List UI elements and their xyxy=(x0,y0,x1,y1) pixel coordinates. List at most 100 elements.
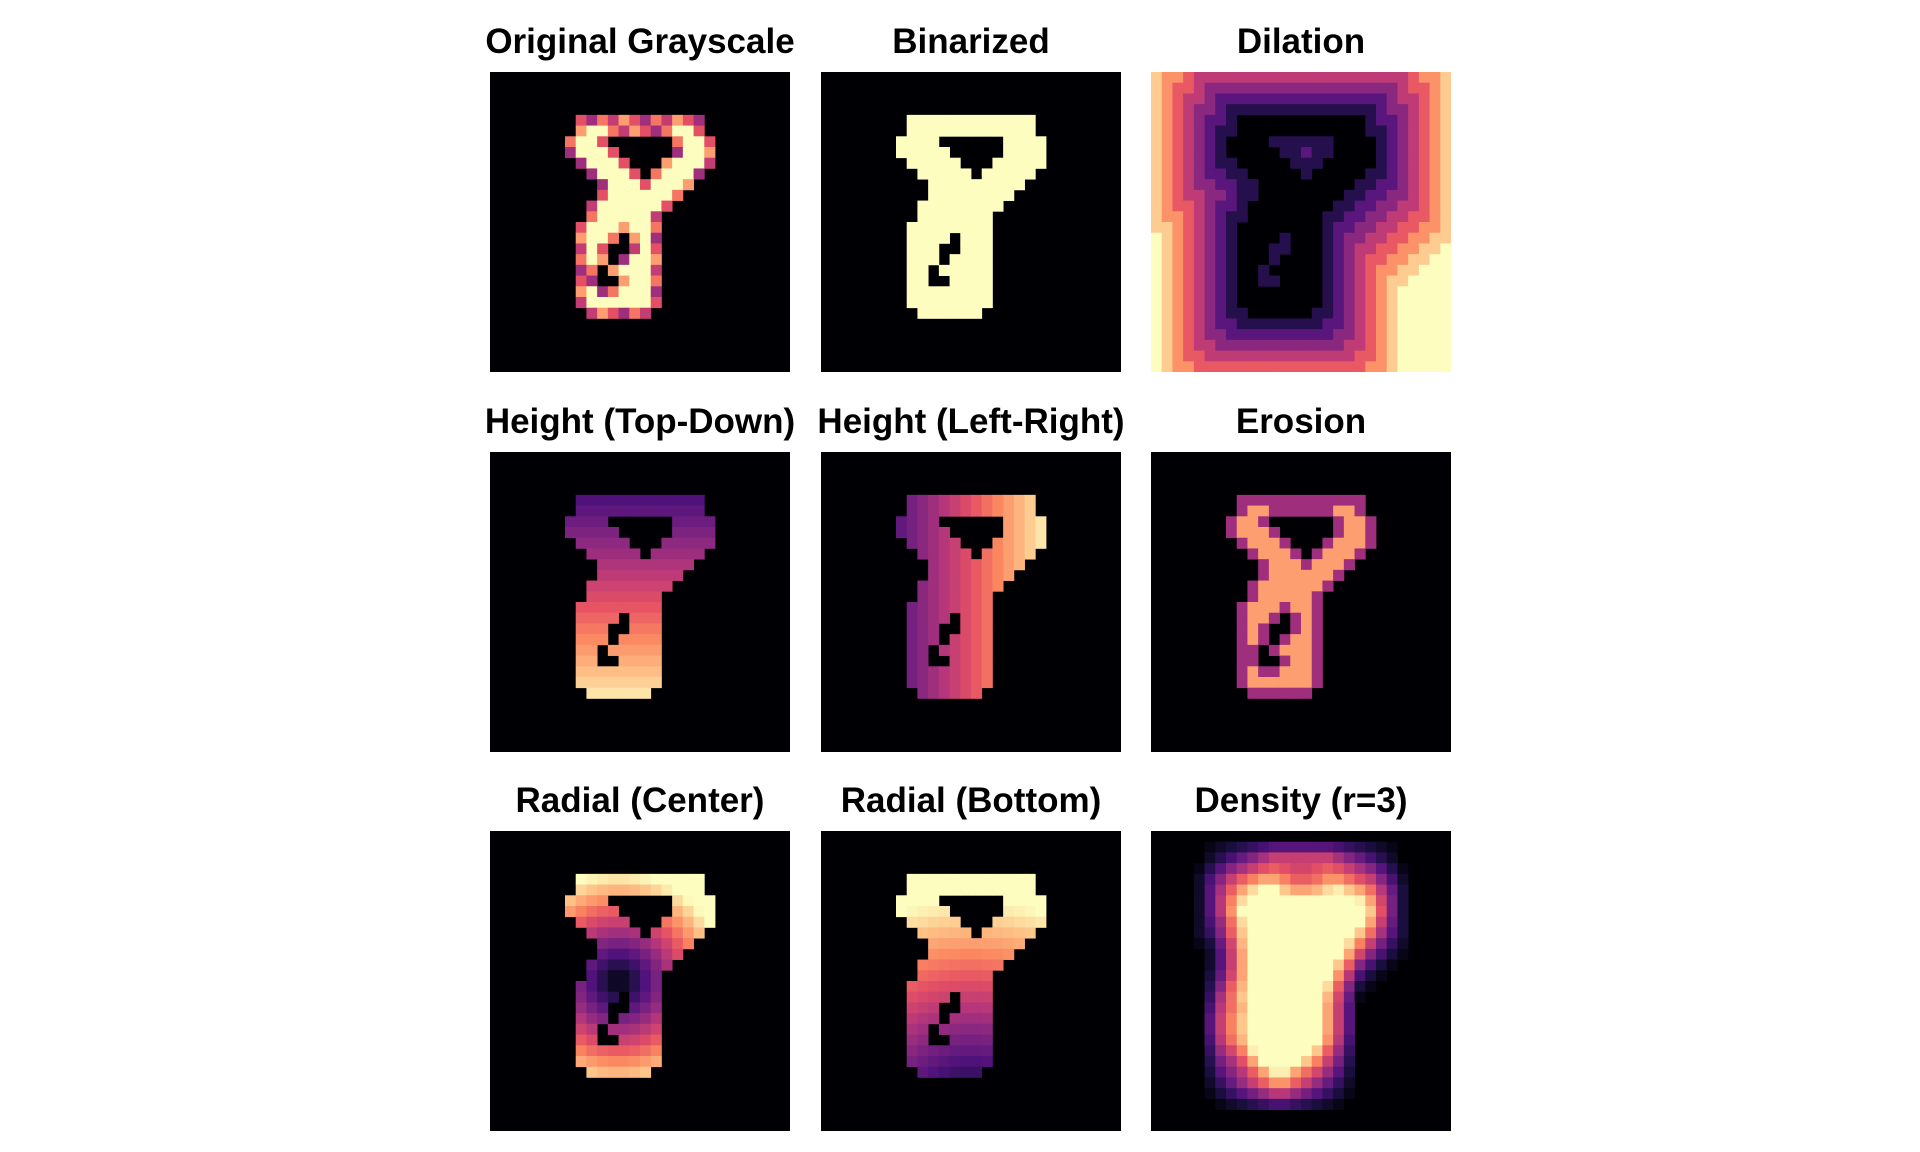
pixel xyxy=(960,494,972,506)
pixel xyxy=(575,1013,587,1025)
pixel xyxy=(1376,841,1388,853)
pixel xyxy=(1236,1002,1248,1014)
pixel xyxy=(575,243,587,255)
pixel xyxy=(971,222,983,234)
pixel xyxy=(1418,232,1430,244)
pixel xyxy=(928,243,940,255)
pixel xyxy=(917,612,929,624)
pixel xyxy=(981,591,993,603)
pixel xyxy=(1204,125,1216,137)
pixel xyxy=(981,189,993,201)
pixel xyxy=(1226,72,1238,84)
pixel xyxy=(1226,232,1238,244)
pixel xyxy=(661,559,673,571)
pixel xyxy=(1279,655,1291,667)
pixel xyxy=(1311,1023,1323,1035)
pixel xyxy=(597,895,609,907)
pixel xyxy=(1279,361,1291,372)
pixel xyxy=(1301,612,1313,624)
panel-title: Binarized xyxy=(892,22,1050,61)
pixel xyxy=(1322,211,1334,223)
pixel xyxy=(1204,82,1216,94)
pixel xyxy=(1268,350,1280,362)
pixel xyxy=(906,136,918,148)
pixel xyxy=(640,1002,652,1014)
pixel xyxy=(960,602,972,614)
pixel xyxy=(1386,916,1398,928)
pixel xyxy=(607,494,619,506)
pixel xyxy=(586,1023,598,1035)
pixel xyxy=(1279,677,1291,689)
pixel xyxy=(1322,981,1334,993)
pixel xyxy=(1204,136,1216,148)
pixel xyxy=(661,916,673,928)
pixel xyxy=(1429,350,1441,362)
pixel xyxy=(971,232,983,244)
pixel xyxy=(575,157,587,169)
pixel xyxy=(1301,852,1313,864)
pixel xyxy=(1204,307,1216,319)
pixel xyxy=(1301,1002,1313,1014)
pixel xyxy=(981,1034,993,1046)
pixel xyxy=(1333,1056,1345,1068)
pixel xyxy=(1161,286,1173,298)
pixel xyxy=(981,168,993,180)
pixel xyxy=(607,677,619,689)
pixel xyxy=(1215,114,1227,126)
pixel xyxy=(1333,1088,1345,1100)
pixel xyxy=(586,254,598,266)
pixel xyxy=(1343,222,1355,234)
pixel xyxy=(1290,1002,1302,1014)
pixel xyxy=(960,1066,972,1078)
pixel xyxy=(1311,494,1323,506)
pixel xyxy=(1418,211,1430,223)
pixel xyxy=(938,157,950,169)
pixel xyxy=(650,591,662,603)
pixel xyxy=(1226,841,1238,853)
panel-title: Dilation xyxy=(1236,22,1366,61)
pixel xyxy=(1397,906,1409,918)
pixel xyxy=(704,916,716,928)
pixel xyxy=(1226,1066,1238,1078)
pixel xyxy=(971,505,983,517)
pixel xyxy=(618,687,630,699)
pixel xyxy=(971,264,983,276)
pixel xyxy=(1408,211,1420,223)
pixel xyxy=(1397,927,1409,939)
pixel xyxy=(928,179,940,191)
pixel xyxy=(1003,948,1015,960)
pixel-grid xyxy=(821,452,1121,752)
pixel xyxy=(650,644,662,656)
pixel xyxy=(650,179,662,191)
pixel xyxy=(992,548,1004,560)
pixel xyxy=(575,1023,587,1035)
pixel xyxy=(1311,906,1323,918)
pixel xyxy=(586,297,598,309)
pixel xyxy=(1376,916,1388,928)
pixel xyxy=(1333,970,1345,982)
pixel xyxy=(1183,125,1195,137)
pixel xyxy=(1279,916,1291,928)
pixel xyxy=(1268,1002,1280,1014)
pixel xyxy=(928,1066,940,1078)
pixel xyxy=(1440,72,1451,84)
pixel xyxy=(607,505,619,517)
pixel xyxy=(928,906,940,918)
pixel xyxy=(1193,307,1205,319)
pixel xyxy=(1215,1056,1227,1068)
pixel xyxy=(1311,981,1323,993)
pixel xyxy=(928,569,940,581)
pixel xyxy=(1376,125,1388,137)
pixel xyxy=(938,884,950,896)
pixel xyxy=(949,548,961,560)
pixel xyxy=(1226,948,1238,960)
pixel xyxy=(1279,873,1291,885)
pixel xyxy=(949,927,961,939)
pixel xyxy=(1258,884,1270,896)
pixel xyxy=(1204,884,1216,896)
pixel xyxy=(618,1013,630,1025)
pixel xyxy=(1440,264,1451,276)
pixel xyxy=(1013,537,1025,549)
pixel xyxy=(1322,329,1334,341)
pixel xyxy=(906,264,918,276)
